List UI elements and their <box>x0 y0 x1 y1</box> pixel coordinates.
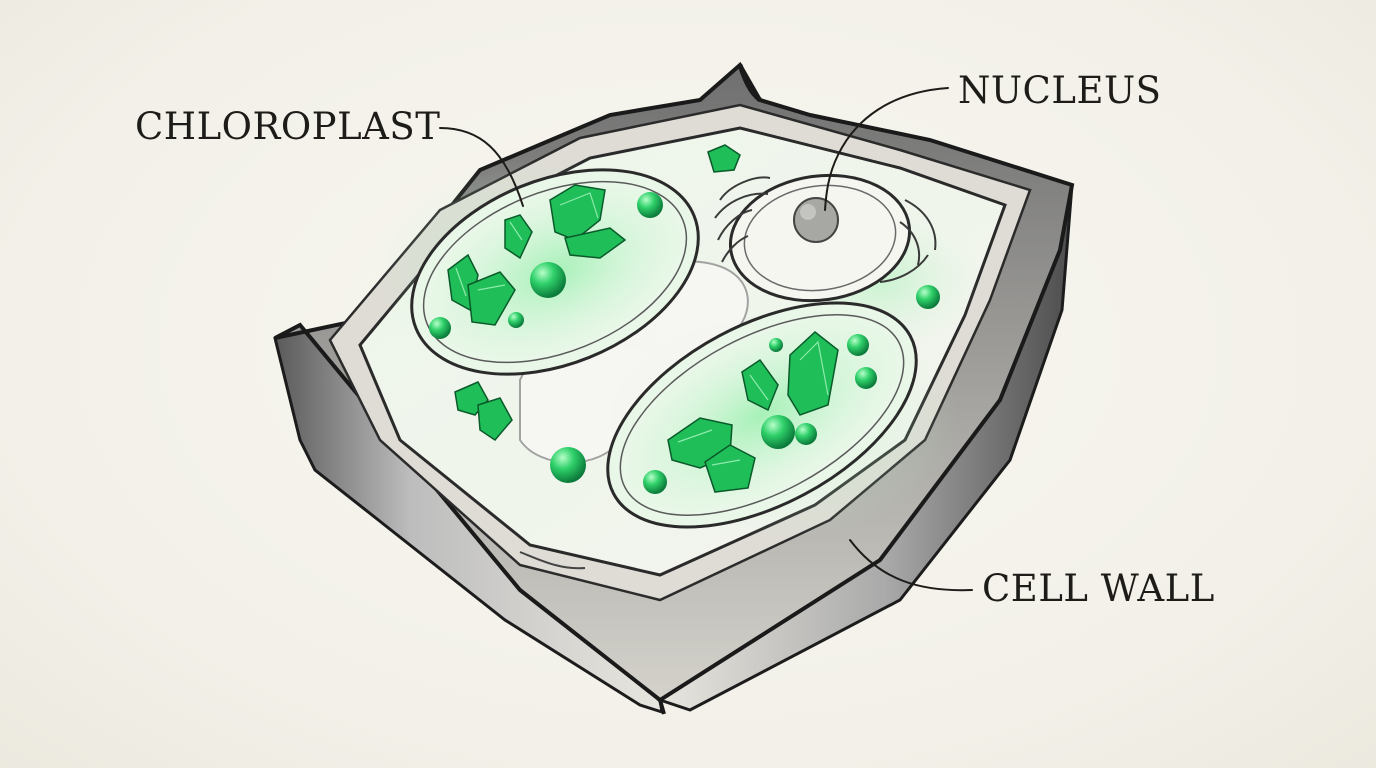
bead <box>637 192 663 218</box>
cell-wall-leader-line <box>849 539 973 592</box>
bead <box>916 285 940 309</box>
bead <box>508 312 524 328</box>
crystal <box>704 444 756 493</box>
bead <box>530 262 566 298</box>
crystal <box>564 227 627 259</box>
bead <box>855 367 877 389</box>
crystal <box>504 214 533 260</box>
bead <box>847 334 869 356</box>
nucleolus <box>793 197 839 243</box>
cytoplasm-granules <box>454 144 940 483</box>
bead <box>769 338 783 352</box>
nucleus <box>714 173 937 303</box>
crystal <box>477 397 513 441</box>
crystal <box>787 331 839 416</box>
chloroplast-upper-left <box>410 168 700 376</box>
cell-wall-label: CELL WALL <box>982 567 1215 610</box>
chloroplast-leader-line <box>439 127 524 207</box>
bead <box>550 447 586 483</box>
bead <box>761 415 795 449</box>
crystal <box>741 358 779 412</box>
bead <box>795 423 817 445</box>
chloroplast-label: CHLOROPLAST <box>135 105 441 148</box>
bead <box>643 470 667 494</box>
nucleus-label: NUCLEUS <box>958 69 1162 112</box>
chloroplast-lower-right <box>606 301 918 529</box>
nucleus-leader-line <box>824 87 949 211</box>
crystal <box>707 144 741 173</box>
bead <box>429 317 451 339</box>
